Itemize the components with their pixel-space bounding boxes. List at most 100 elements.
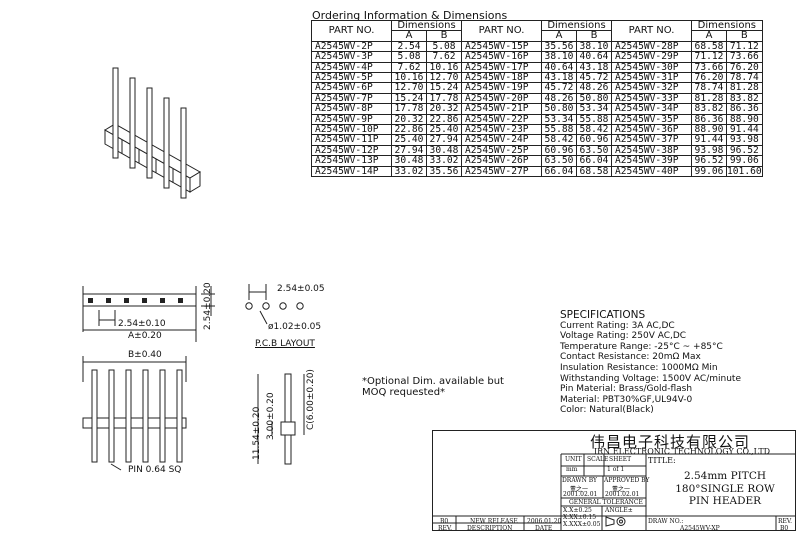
dim-b: 10.16 <box>426 61 462 74</box>
pin <box>112 67 119 159</box>
pin-square <box>124 298 129 303</box>
part-number: A2545WV-35P <box>611 113 692 126</box>
part-number: A2545WV-10P <box>311 124 392 136</box>
dim-a: 99.06 <box>691 165 727 178</box>
part-number: A2545WV-29P <box>611 51 692 63</box>
part-number: A2545WV-23P <box>461 124 542 136</box>
dim-a: 10.16 <box>391 72 427 84</box>
front-pin <box>125 369 132 463</box>
dim-b: 86.36 <box>726 103 763 115</box>
dim-a: 7.62 <box>391 61 427 74</box>
dim-b: 96.52 <box>726 144 763 157</box>
spec-line: Color: Natural(Black) <box>560 405 654 416</box>
dim-a: 83.82 <box>691 103 727 115</box>
dim-b: 40.64 <box>576 51 612 63</box>
part-number: A2545WV-34P <box>611 103 692 115</box>
dim-a: 5.08 <box>391 51 427 63</box>
dim-b: 5.08 <box>426 40 462 53</box>
dim-b: 101.60 <box>726 165 763 178</box>
part-number: A2545WV-40P <box>611 165 692 178</box>
part-number: A2545WV-12P <box>311 144 392 157</box>
dim-a: 50.80 <box>541 103 577 115</box>
company-name-en: IRN ELECTRONIC TECHNOLOGY CO.,LTD <box>594 447 771 456</box>
dim-b: 35.56 <box>426 165 462 178</box>
spec-line: Current Rating: 3A AC,DC <box>560 320 675 331</box>
approved-date: 2001.02.01 <box>605 491 640 498</box>
h2-label: 3.00±0.20 <box>266 392 276 440</box>
part-number: A2545WV-36P <box>611 124 692 136</box>
draw-no-label: DRAW NO.: <box>648 518 684 525</box>
title-block-frame <box>432 430 796 531</box>
part-number: A2545WV-17P <box>461 61 542 74</box>
front-pin <box>159 369 166 463</box>
part-number: A2545WV-30P <box>611 61 692 74</box>
pin-size-label: PIN 0.64 SQ <box>128 465 182 475</box>
dim-b: 99.06 <box>726 155 763 167</box>
col-a: A <box>541 30 577 42</box>
part-number: A2545WV-21P <box>461 103 542 115</box>
drawn-name: 董之一 <box>570 486 589 493</box>
dim-a: 53.34 <box>541 113 577 126</box>
part-number: A2545WV-26P <box>461 155 542 167</box>
dim-a: 40.64 <box>541 61 577 74</box>
pin <box>129 77 136 169</box>
pin-square <box>142 298 147 303</box>
dim-b: 71.12 <box>726 40 763 53</box>
dim-b: 20.32 <box>426 103 462 115</box>
dim-a: 48.26 <box>541 92 577 105</box>
revision-row-date: 2006.01.20 <box>527 518 562 525</box>
approved-name: 董之一 <box>612 486 631 493</box>
front-pin <box>108 369 115 463</box>
rev-header: REV. <box>438 525 453 532</box>
dim-b: 93.98 <box>726 134 763 146</box>
spec-line: Contact Resistance: 20mΩ Max <box>560 352 701 363</box>
part-number: A2545WV-33P <box>611 92 692 105</box>
dim-a: 22.86 <box>391 124 427 136</box>
tolerance-1: X.X±0.25 <box>563 507 592 514</box>
part-number: A2545WV-7P <box>311 92 392 105</box>
front-pin <box>176 369 183 463</box>
pcb-pitch-label: 2.54±0.05 <box>277 284 325 294</box>
dim-b: 30.48 <box>426 144 462 157</box>
dim-a: 76.20 <box>691 72 727 84</box>
spec-line: Withstanding Voltage: 1500V AC/minute <box>560 373 741 384</box>
dim-b: 27.94 <box>426 134 462 146</box>
dim-b: 68.58 <box>576 165 612 178</box>
title-label: TITLE: <box>648 456 676 465</box>
general-tolerance-label: GENERAL TOLERANCE <box>569 499 643 506</box>
sheet-value: 1 of 1 <box>607 466 625 473</box>
dim-a: 33.02 <box>391 165 427 178</box>
scale-label: SCALE <box>587 456 609 463</box>
part-number: A2545WV-13P <box>311 155 392 167</box>
draw-no-value: A2545WV-XP <box>680 525 720 532</box>
spec-line: Material: PBT30%GF,UL94V-0 <box>560 394 693 405</box>
dim-a: 60.96 <box>541 144 577 157</box>
part-number: A2545WV-11P <box>311 134 392 146</box>
c-dim-label: C(6.00±0.20) <box>306 369 316 430</box>
col-part-no: PART NO. <box>611 20 692 42</box>
dim-a: 81.28 <box>691 92 727 105</box>
dim-a: 66.04 <box>541 165 577 178</box>
part-number: A2545WV-14P <box>311 165 392 178</box>
col-b: B <box>726 30 763 42</box>
h1-label: 11.54±0.20 <box>252 406 262 460</box>
part-number: A2545WV-18P <box>461 72 542 84</box>
part-number: A2545WV-9P <box>311 113 392 126</box>
dim-b: 53.34 <box>576 103 612 115</box>
part-number: A2545WV-4P <box>311 61 392 74</box>
part-number: A2545WV-37P <box>611 134 692 146</box>
revision-row-desc: NEW RELEASE <box>470 518 518 525</box>
dim-b: 22.86 <box>426 113 462 126</box>
dim-b: 43.18 <box>576 61 612 74</box>
date-header: DATE <box>535 525 553 532</box>
dim-b: 17.78 <box>426 92 462 105</box>
dim-b: 81.28 <box>726 82 763 94</box>
